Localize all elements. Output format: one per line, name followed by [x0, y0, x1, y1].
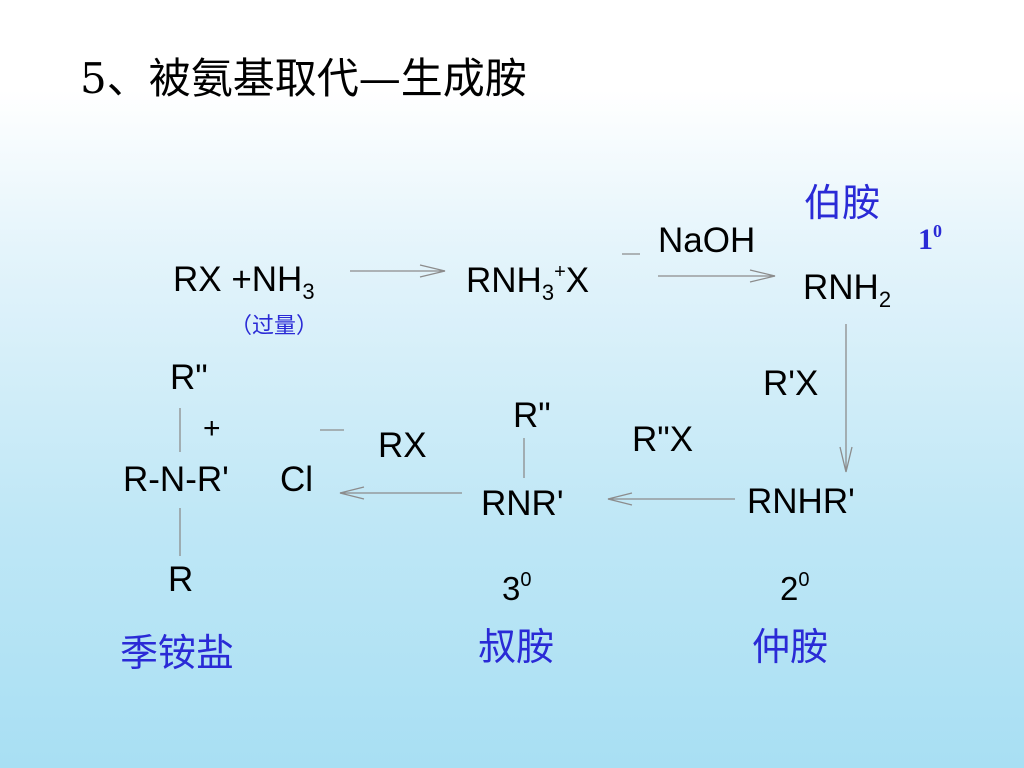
quaternary-top-r: R" [170, 358, 208, 397]
secondary-degree-number: 2 [780, 570, 799, 607]
primary-amine-subscript: 2 [878, 287, 892, 312]
quaternary-charge: + [203, 412, 221, 445]
primary-amine: RNH2 [803, 270, 891, 311]
reagent-naoh: NaOH [658, 221, 756, 260]
secondary-amine: RNHR' [747, 482, 855, 521]
secondary-degree-sup: 0 [798, 569, 810, 591]
arrow-to-secondary-amine-head [839, 446, 853, 473]
tertiary-top-r: R" [513, 396, 551, 435]
secondary-degree: 20 [780, 570, 809, 605]
intermediate-x: X [565, 261, 590, 300]
quaternary-salt-label: 季铵盐 [120, 631, 235, 675]
arrow-to-primary-amine-head [749, 269, 776, 283]
arrow-to-tertiary-amine-head [607, 492, 633, 506]
intermediate-main: RNH [466, 261, 542, 300]
reactant-nh3-subscript: 3 [302, 279, 315, 304]
arrow-to-ammonium-salt-head [419, 264, 446, 278]
intermediate-salt: RNH3+X [466, 262, 589, 304]
tertiary-degree: 30 [502, 570, 531, 605]
tertiary-degree-sup: 0 [520, 569, 532, 591]
reagent-r-prime-x: R'X [763, 364, 819, 403]
slide-title: 5、被氨基取代—生成胺 [80, 54, 527, 103]
primary-degree-number: 1 [918, 223, 933, 256]
primary-amine-main: RNH [803, 268, 879, 307]
primary-amine-label: 伯胺 [804, 181, 881, 225]
reactant-rx-nh3-text: RX +NH [173, 260, 303, 299]
reagent-r-double-prime-x: R"X [632, 420, 694, 459]
reactant-rx-nh3: RX +NH3 [173, 262, 315, 303]
tertiary-degree-number: 3 [502, 570, 521, 607]
intermediate-superscript: + [554, 261, 566, 283]
excess-note: （过量） [230, 314, 319, 339]
primary-degree-sup: 0 [933, 221, 942, 241]
intermediate-subscript: 3 [541, 280, 555, 305]
quaternary-center: R-N-R' [123, 460, 229, 499]
reagent-rx: RX [378, 426, 427, 465]
quaternary-anion: Cl [280, 460, 314, 499]
secondary-amine-label: 仲胺 [752, 625, 829, 669]
quaternary-bottom-r: R [168, 560, 194, 599]
tertiary-amine-label: 叔胺 [478, 625, 555, 669]
arrow-to-quaternary-salt-head [339, 486, 365, 500]
tertiary-amine: RNR' [481, 484, 564, 523]
primary-degree: 10 [918, 222, 942, 255]
